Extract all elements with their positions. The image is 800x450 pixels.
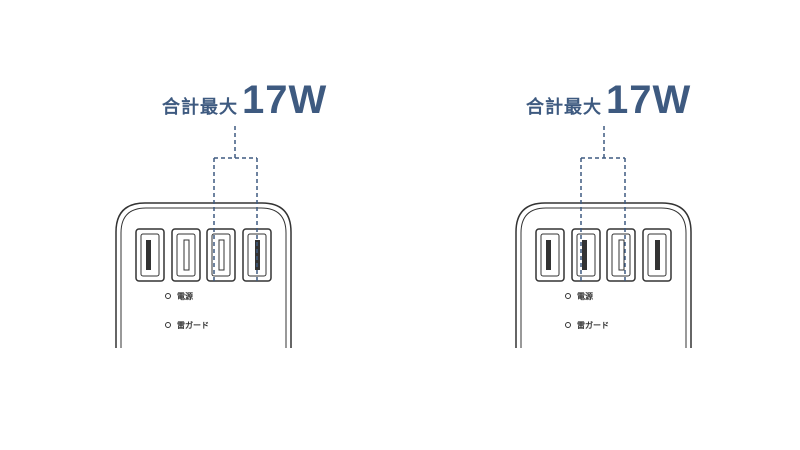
lightning-guard-led-icon [565,322,571,328]
usb-port [606,228,636,282]
usb-port [571,228,601,282]
total-max-caption: 合計最大 17W [162,78,327,123]
power-indicator-label: 電源 [577,292,593,301]
port-group-bracket [580,126,626,282]
caption-label: 合計最大 [526,97,602,118]
lightning-guard-indicator-label: 雷ガード [577,321,609,330]
usb-port [206,228,236,282]
usb-port [535,228,565,282]
usb-port [171,228,201,282]
caption-value: 17W [242,78,328,122]
lightning-guard-led-icon [165,322,171,328]
total-max-caption: 合計最大 17W [526,78,691,123]
caption-value: 17W [606,78,692,122]
usb-port [642,228,672,282]
power-strip-illustration [515,126,692,348]
power-led-icon [165,293,171,299]
power-strip-illustration [115,126,292,348]
usb-port [135,228,165,282]
power-indicator-label: 電源 [177,292,193,301]
lightning-guard-indicator-label: 雷ガード [177,321,209,330]
port-group-bracket [213,126,258,282]
caption-label: 合計最大 [162,97,238,118]
left-panel: 合計最大 17W 電源 雷ガード [115,78,327,348]
power-led-icon [565,293,571,299]
right-panel: 合計最大 17W 電源 雷ガード [400,0,800,450]
